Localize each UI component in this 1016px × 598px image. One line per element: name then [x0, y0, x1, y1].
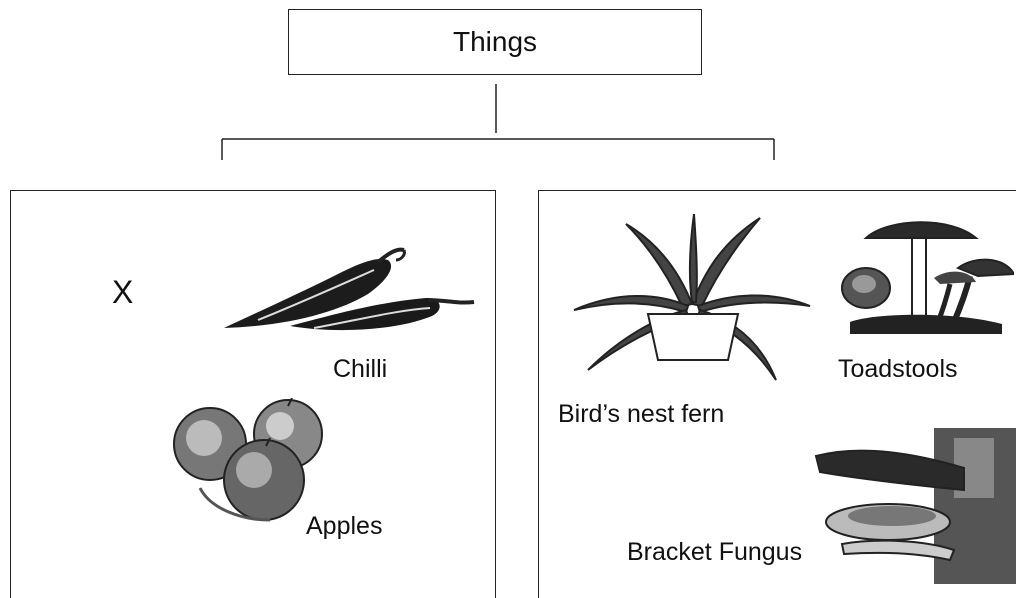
toadstools-illustration [838, 212, 1014, 338]
item-label-birds-nest-fern: Bird’s nest fern [558, 400, 724, 429]
item-label-apples: Apples [306, 512, 382, 541]
item-label-bracket-fungus: Bracket Fungus [627, 538, 802, 567]
item-label-toadstools: Toadstools [838, 355, 958, 384]
fern-illustration [570, 214, 814, 384]
apples-illustration [170, 398, 330, 524]
left-group-marker: X [112, 274, 133, 311]
item-label-chilli: Chilli [333, 355, 387, 384]
bracket-fungus-illustration [814, 428, 1016, 584]
chilli-illustration [218, 242, 480, 338]
